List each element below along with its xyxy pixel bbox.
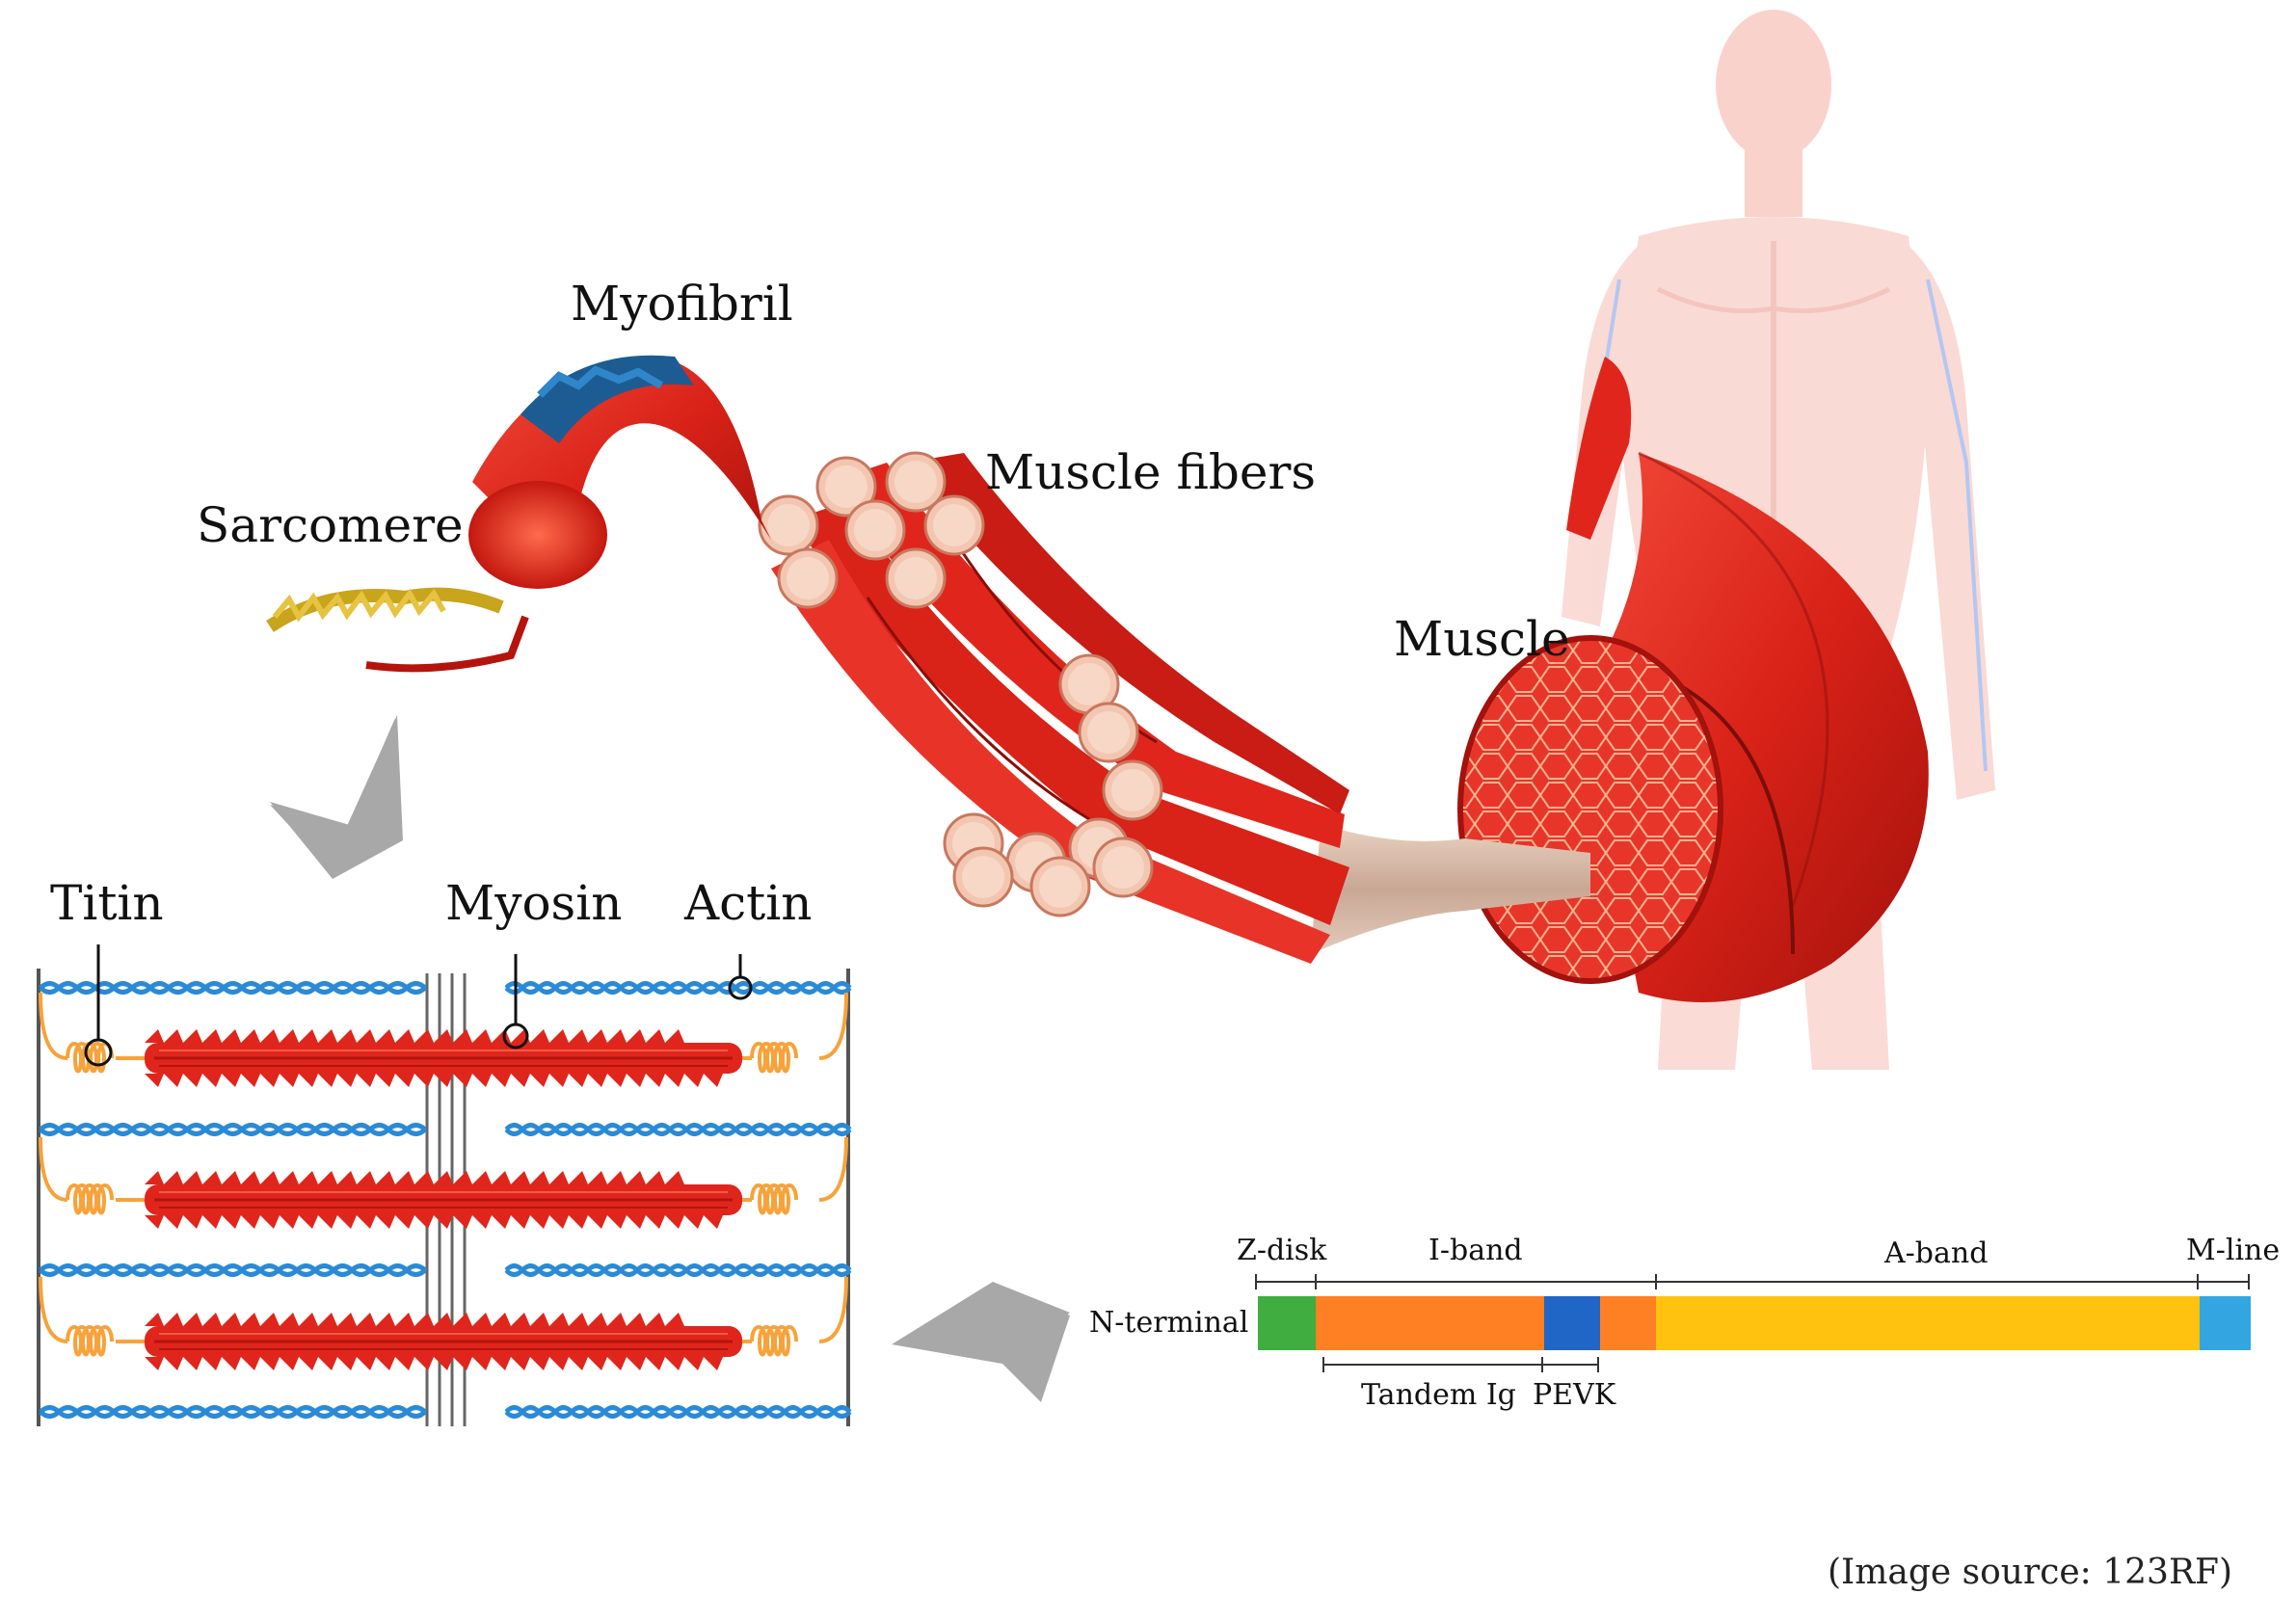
label-titin: Titin [50, 875, 164, 931]
label-myosin: Myosin [445, 875, 623, 931]
label-actin: Actin [684, 875, 813, 931]
tendon [1311, 824, 1590, 954]
sarcomere-illustration [266, 587, 529, 673]
arrow-to-sarcomere-detail [270, 715, 403, 879]
label-i-band: I-band [1428, 1234, 1523, 1267]
muscle-illustration [1457, 451, 1929, 1002]
label-pevk: PEVK [1533, 1378, 1616, 1412]
myofibril-illustration [468, 355, 771, 589]
label-sarcomere: Sarcomere [197, 497, 464, 553]
label-n-terminal: N-terminal [1089, 1306, 1249, 1340]
label-tandem-ig: Tandem Ig [1361, 1378, 1516, 1412]
label-muscle-fibers: Muscle fibers [985, 444, 1317, 500]
label-a-band: A-band [1884, 1236, 1989, 1270]
label-z-disk: Z-disk [1237, 1234, 1327, 1267]
sarcomere-schematic [37, 944, 850, 1426]
label-m-line: M-line [2186, 1234, 2281, 1267]
titin-springs [39, 992, 848, 1357]
myosin-filaments [143, 1027, 744, 1372]
titin-domain-bar [1255, 1274, 2251, 1372]
label-muscle: Muscle [1394, 611, 1570, 667]
label-myofibril: Myofibril [571, 276, 793, 332]
arrow-to-titin-bar [892, 1282, 1070, 1402]
label-pointers [84, 944, 753, 1067]
muscle-fibers-illustration [758, 451, 1349, 964]
arm-muscle-highlight [1566, 357, 1632, 540]
image-source-credit: (Image source: 123RF) [1828, 1553, 2233, 1592]
